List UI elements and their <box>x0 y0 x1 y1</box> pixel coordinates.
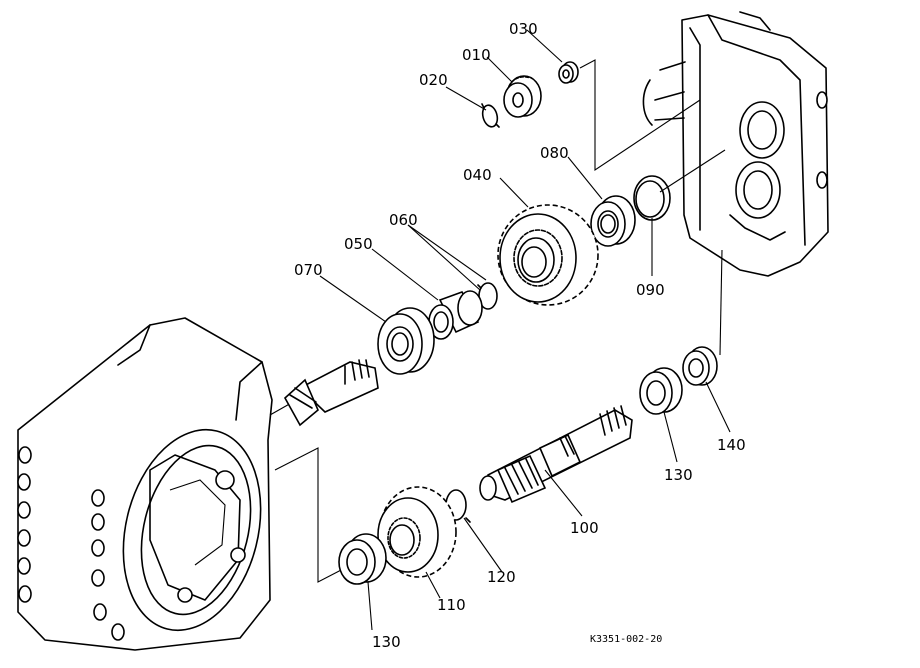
reference-code: K3351-002-20 <box>590 634 662 645</box>
label-040: 040 <box>463 166 492 184</box>
label-020: 020 <box>419 71 448 89</box>
part-090-shim <box>633 175 671 221</box>
label-090: 090 <box>636 281 665 299</box>
label-050: 050 <box>344 235 373 253</box>
part-140-seal <box>682 346 718 386</box>
part-130-bearing-lower <box>338 533 387 585</box>
label-030: 030 <box>509 20 538 38</box>
part-110-gear <box>377 486 457 578</box>
label-140: 140 <box>717 436 746 454</box>
part-070-bearing <box>377 307 435 375</box>
assembly-lines <box>269 59 726 583</box>
label-010: 010 <box>462 46 491 64</box>
part-100-shaft <box>479 405 633 504</box>
label-100: 100 <box>570 519 599 537</box>
part-040-large-gear <box>497 204 599 306</box>
pinion-shaft <box>283 359 379 427</box>
part-050-collar <box>428 290 483 340</box>
left-housing <box>17 317 273 651</box>
label-070: 070 <box>294 261 323 279</box>
label-080: 080 <box>540 144 569 162</box>
part-080-bearing <box>590 195 636 247</box>
part-030-collar <box>558 61 579 84</box>
right-housing <box>642 11 829 277</box>
label-110: 110 <box>437 596 466 614</box>
leader-lines <box>319 29 731 631</box>
label-130-upper: 130 <box>664 466 693 484</box>
part-labels: 030 010 020 080 040 060 050 070 090 140 … <box>294 20 746 651</box>
label-060: 060 <box>389 211 418 229</box>
part-010-small-gear <box>503 75 542 118</box>
label-130-lower: 130 <box>372 633 401 651</box>
part-130-bearing-upper <box>639 367 683 415</box>
label-120: 120 <box>487 568 516 586</box>
part-020-snap-ring <box>481 103 500 128</box>
